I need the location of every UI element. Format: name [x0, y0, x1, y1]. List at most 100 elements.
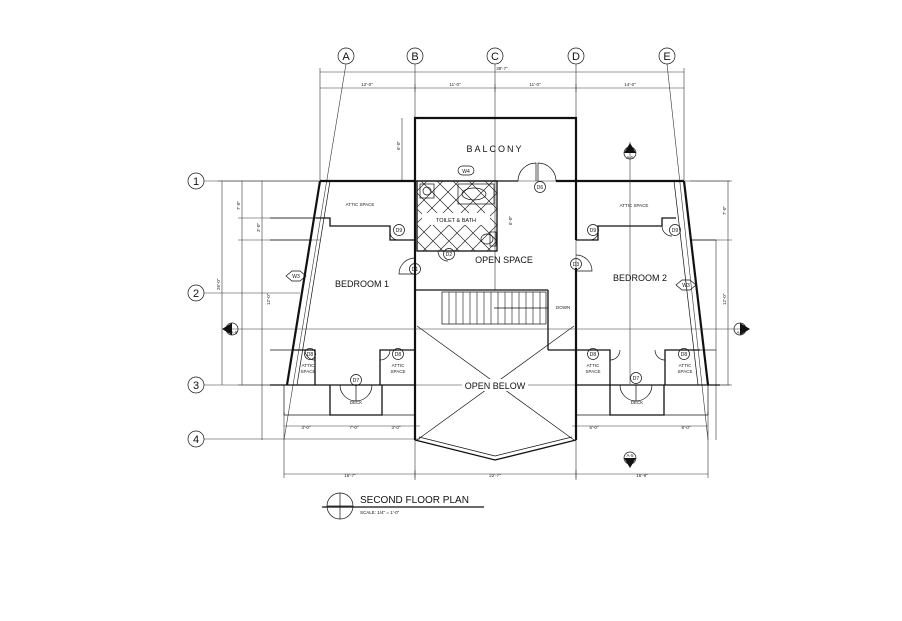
svg-text:D2: D2	[446, 252, 453, 258]
svg-text:7'-0": 7'-0"	[722, 206, 727, 215]
svg-text:8'-0": 8'-0"	[682, 425, 691, 430]
svg-text:SPACE: SPACE	[301, 369, 316, 374]
drawing-scale: SCALE: 1/4" = 1'-0"	[360, 510, 400, 515]
room-label-balcony: BALCONY	[466, 144, 523, 154]
tag-w3-left: W3	[285, 270, 307, 282]
exterior-walls	[270, 116, 720, 386]
tag-d8-1: D8	[304, 348, 316, 360]
svg-text:W3: W3	[292, 274, 300, 280]
svg-text:16'-9": 16'-9"	[636, 473, 648, 478]
svg-text:11'-0": 11'-0"	[529, 82, 541, 87]
toilet-bath-room: TOILET & BATH 6'-0"	[416, 180, 513, 252]
svg-text:14'-0": 14'-0"	[624, 82, 636, 87]
attic-walls-bottom	[292, 349, 700, 385]
svg-text:TOILET & BATH: TOILET & BATH	[436, 218, 476, 224]
stairs: DOWN	[441, 291, 570, 325]
svg-text:16'-7": 16'-7"	[344, 473, 356, 478]
grid-column-C: C	[486, 47, 504, 290]
svg-text:W3: W3	[682, 283, 690, 289]
drawing-title: SECOND FLOOR PLAN	[360, 495, 469, 506]
svg-text:D7: D7	[633, 376, 640, 382]
section-mark-right: A-5	[733, 322, 750, 336]
svg-text:D7: D7	[353, 378, 360, 384]
tag-d8-3: D8	[587, 348, 599, 360]
tag-d3: D3	[570, 258, 582, 270]
svg-text:DECK: DECK	[350, 400, 363, 405]
tag-w4: W4	[457, 165, 475, 176]
svg-text:ATTIC: ATTIC	[302, 363, 315, 368]
svg-text:D9: D9	[396, 228, 403, 234]
bottom-dimensions: 16'-7" 22'-7" 16'-9" 3'-0" 7'-0" 3'-0" 6…	[283, 412, 709, 478]
svg-text:D8: D8	[395, 352, 402, 358]
svg-text:3'-0": 3'-0"	[302, 425, 311, 430]
section-mark-left: A-5	[222, 322, 740, 336]
svg-text:B: B	[411, 51, 418, 63]
room-label-open-space: OPEN SPACE	[475, 255, 533, 265]
tag-d2: D2	[443, 248, 455, 260]
svg-text:D8: D8	[681, 352, 688, 358]
svg-text:6'-0": 6'-0"	[590, 425, 599, 430]
svg-text:D1: D1	[412, 267, 419, 273]
svg-text:D8: D8	[590, 352, 597, 358]
deck-right: DECK	[576, 385, 709, 416]
svg-text:ATTIC: ATTIC	[587, 363, 600, 368]
svg-text:D3: D3	[573, 262, 580, 268]
svg-text:22'-7": 22'-7"	[489, 473, 501, 478]
title-block: SECOND FLOOR PLAN SCALE: 1/4" = 1'-0"	[322, 492, 484, 520]
deck-left: DECK	[283, 385, 415, 416]
svg-text:SPACE: SPACE	[678, 369, 693, 374]
svg-text:OPEN BELOW: OPEN BELOW	[465, 381, 526, 391]
interior-walls	[413, 181, 578, 440]
svg-text:12'-0": 12'-0"	[266, 293, 271, 305]
svg-text:SPACE: SPACE	[391, 369, 406, 374]
svg-text:D8: D8	[307, 352, 314, 358]
svg-text:C: C	[491, 51, 499, 63]
tag-d7-left: D7	[350, 374, 362, 386]
svg-text:A-5: A-5	[736, 330, 744, 335]
tag-d8-4: D8	[678, 348, 690, 360]
svg-text:A-5: A-5	[626, 155, 634, 160]
tag-d9-left: D9	[393, 224, 405, 236]
tag-d8-2: D8	[392, 348, 404, 360]
tag-w3-right: W3	[675, 279, 697, 291]
grid-row-2: 2	[187, 284, 300, 302]
svg-text:ATTIC: ATTIC	[679, 363, 692, 368]
grid-column-E: E	[658, 47, 709, 441]
svg-text:D6: D6	[537, 185, 544, 191]
section-mark-bottom: A-5	[623, 451, 637, 468]
tag-d6: D6	[534, 181, 546, 193]
attic-label-top-right: ATTIC SPACE	[620, 203, 649, 208]
open-below-area: OPEN BELOW	[414, 325, 577, 461]
svg-text:A-5: A-5	[626, 453, 634, 458]
svg-text:2: 2	[193, 288, 199, 300]
svg-text:W4: W4	[462, 169, 470, 175]
top-dimensions: 38'-7" 12'-0" 11'-0" 11'-0" 14'-0"	[319, 66, 685, 180]
tag-d7-right: D7	[630, 372, 642, 384]
tag-d9-right: D9	[669, 224, 681, 236]
svg-text:E: E	[663, 51, 670, 63]
svg-text:SPACE: SPACE	[586, 369, 601, 374]
svg-text:26'-0": 26'-0"	[216, 278, 221, 290]
svg-text:3: 3	[193, 380, 199, 392]
svg-text:12'-0": 12'-0"	[722, 293, 727, 305]
tag-d1: D1	[409, 263, 421, 275]
svg-text:4: 4	[193, 434, 199, 446]
svg-text:1: 1	[193, 176, 199, 188]
svg-text:6'-0": 6'-0"	[508, 216, 513, 225]
svg-text:7'-0": 7'-0"	[350, 425, 359, 430]
svg-text:12'-0": 12'-0"	[361, 82, 373, 87]
svg-text:6'-0": 6'-0"	[396, 141, 401, 150]
svg-text:11'-0": 11'-0"	[449, 82, 461, 87]
right-dimensions: 7'-0" 12'-0"	[690, 180, 732, 440]
svg-text:A-5: A-5	[230, 330, 238, 335]
svg-text:7'-0": 7'-0"	[236, 201, 241, 210]
svg-text:D9: D9	[590, 228, 597, 234]
attic-label-top-left: ATTIC SPACE	[346, 202, 375, 207]
grid-row-4: 4	[187, 430, 420, 448]
svg-text:A: A	[342, 51, 350, 63]
tag-d9-mid: D9	[587, 224, 599, 236]
svg-text:DOWN: DOWN	[556, 305, 570, 310]
room-label-bedroom-2: BEDROOM 2	[613, 273, 667, 283]
